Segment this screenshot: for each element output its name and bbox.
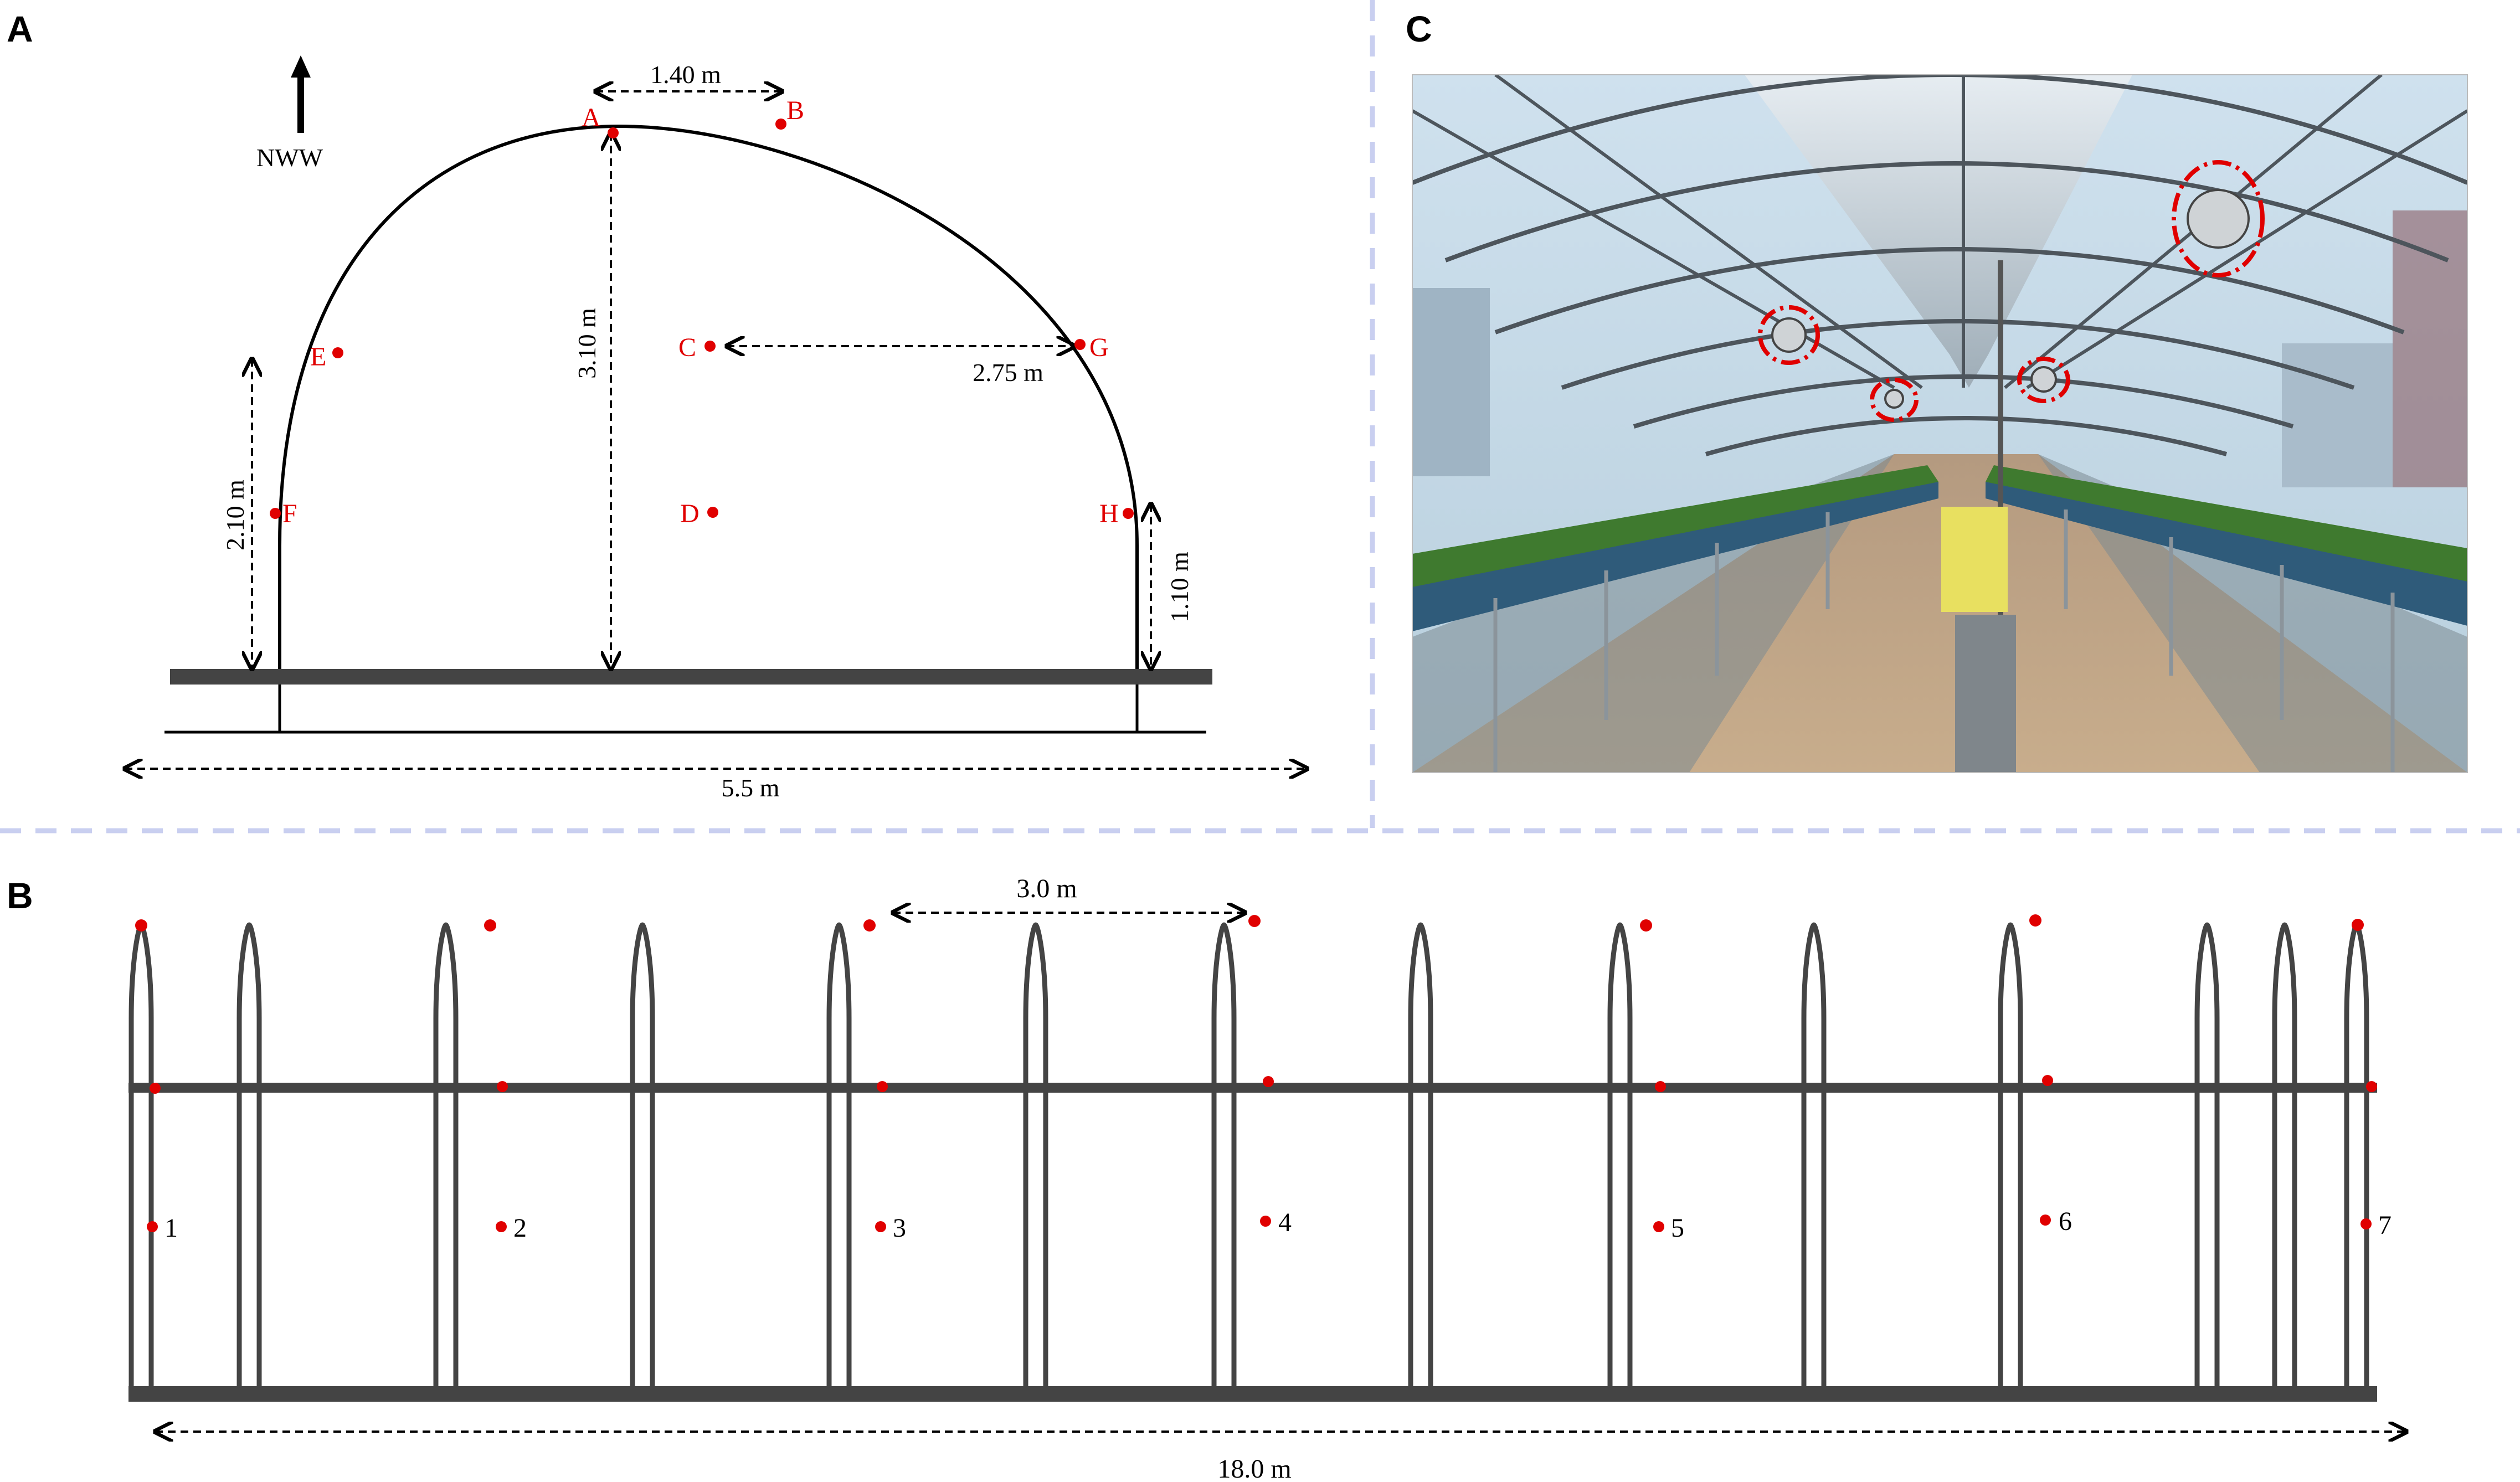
sensor-highlight-3 <box>1870 378 1919 422</box>
sensor-mid-2 <box>497 1081 508 1092</box>
sensor-top-5 <box>1640 919 1652 932</box>
arch-frame <box>1408 922 1433 1387</box>
point-label-d: D <box>680 499 700 528</box>
arch-frame <box>1998 922 2023 1387</box>
station-label-2: 2 <box>513 1213 527 1243</box>
station-label-7: 7 <box>2378 1211 2392 1240</box>
point-b <box>775 119 786 130</box>
photo-frame <box>1412 74 2468 773</box>
panel-b: B 3.0 m 18.0 m <box>7 874 2406 1482</box>
station-label-4: 4 <box>1278 1208 1292 1237</box>
point-e <box>332 347 343 358</box>
sensor-low-6 <box>2040 1215 2051 1226</box>
point-c <box>704 341 716 352</box>
sensor-mid-1 <box>150 1083 161 1094</box>
sensor-low-5 <box>1653 1221 1664 1232</box>
sensor-highlight-2 <box>1758 305 1820 365</box>
sensor-top-2 <box>484 919 496 932</box>
panel-a-letter: A <box>7 8 33 49</box>
sensor-mid-7 <box>2366 1081 2377 1092</box>
ground-beam <box>170 669 1212 685</box>
dim-height-center-label: 3.10 m <box>573 308 601 379</box>
sensor-top-3 <box>863 919 876 932</box>
point-d <box>707 507 718 518</box>
station-label-5: 5 <box>1671 1213 1684 1243</box>
greenhouse-arch <box>278 124 1139 677</box>
point-label-h: H <box>1099 499 1119 528</box>
arch-frame <box>630 922 655 1387</box>
panel-c-letter: C <box>1406 8 1432 49</box>
north-arrow-icon <box>291 55 311 133</box>
arch-frame <box>1607 922 1633 1387</box>
arch-frames <box>128 922 2369 1387</box>
dim-height-right-label: 1.10 m <box>1165 552 1194 622</box>
dim-c-to-g-label: 2.75 m <box>973 358 1043 387</box>
arch-frame <box>1211 922 1237 1387</box>
point-a <box>608 127 619 138</box>
sensor-top-1 <box>135 919 147 932</box>
dim-height-left-label: 2.10 m <box>221 480 249 550</box>
sensor-low-1 <box>147 1221 158 1232</box>
dim-top-spacing-label: 1.40 m <box>650 60 721 89</box>
sensor-top-6 <box>2029 914 2041 927</box>
dim-total-width-label: 5.5 m <box>722 774 780 802</box>
point-labels-a: A B C D E F G H <box>282 96 1119 528</box>
sensor-highlight-1 <box>2172 160 2265 277</box>
station-label-1: 1 <box>164 1213 178 1243</box>
point-label-e: E <box>310 342 326 372</box>
point-label-c: C <box>678 333 696 362</box>
arch-frame <box>2344 922 2369 1387</box>
sensor-top-4 <box>1248 915 1261 927</box>
sensor-mid-4 <box>1263 1076 1274 1087</box>
point-f <box>270 508 281 519</box>
station-label-3: 3 <box>893 1213 906 1243</box>
sensor-low-3 <box>875 1221 886 1232</box>
sensor-low-7 <box>2360 1218 2372 1229</box>
sensor-mid-6 <box>2042 1075 2053 1086</box>
panel-c: C <box>1406 8 2468 773</box>
sensor-highlight-4 <box>2017 357 2070 403</box>
base-beam <box>128 1386 2377 1402</box>
point-label-g: G <box>1089 333 1109 362</box>
arch-frame <box>2194 922 2220 1387</box>
station-label-6: 6 <box>2059 1207 2072 1236</box>
panel-a: A NWW 1.40 m 3.10 m 2.75 m 2.10 m 1.10 m… <box>7 8 1307 802</box>
sensor-mid-5 <box>1655 1081 1666 1092</box>
point-h <box>1123 508 1134 519</box>
sensor-low-2 <box>496 1221 507 1232</box>
sensor-top-7 <box>2352 919 2364 931</box>
sensor-mid-3 <box>877 1081 888 1092</box>
sensor-low-4 <box>1260 1216 1271 1227</box>
sensor-dots-b <box>135 914 2377 1232</box>
sensor-points-a <box>270 119 1134 519</box>
point-label-b: B <box>786 96 804 125</box>
arch-frame <box>1023 922 1048 1387</box>
arch-frame <box>1801 922 1827 1387</box>
dim-spacing-label: 3.0 m <box>1016 874 1077 903</box>
greenhouse-photo <box>1412 75 2467 773</box>
point-label-f: F <box>282 499 297 528</box>
station-labels: 1 2 3 4 5 6 7 <box>164 1207 2392 1243</box>
panel-b-letter: B <box>7 875 33 916</box>
dim-length-label: 18.0 m <box>1217 1454 1291 1482</box>
top-beam <box>128 1083 2377 1093</box>
point-label-a: A <box>582 103 601 132</box>
arch-frame <box>128 922 154 1387</box>
arch-frame <box>2272 922 2297 1387</box>
point-g <box>1074 339 1086 350</box>
arch-frame <box>433 922 459 1387</box>
arch-frame <box>236 922 262 1387</box>
direction-label: NWW <box>256 143 323 172</box>
sensor-highlights <box>1758 160 2265 422</box>
arch-frame <box>826 922 852 1387</box>
